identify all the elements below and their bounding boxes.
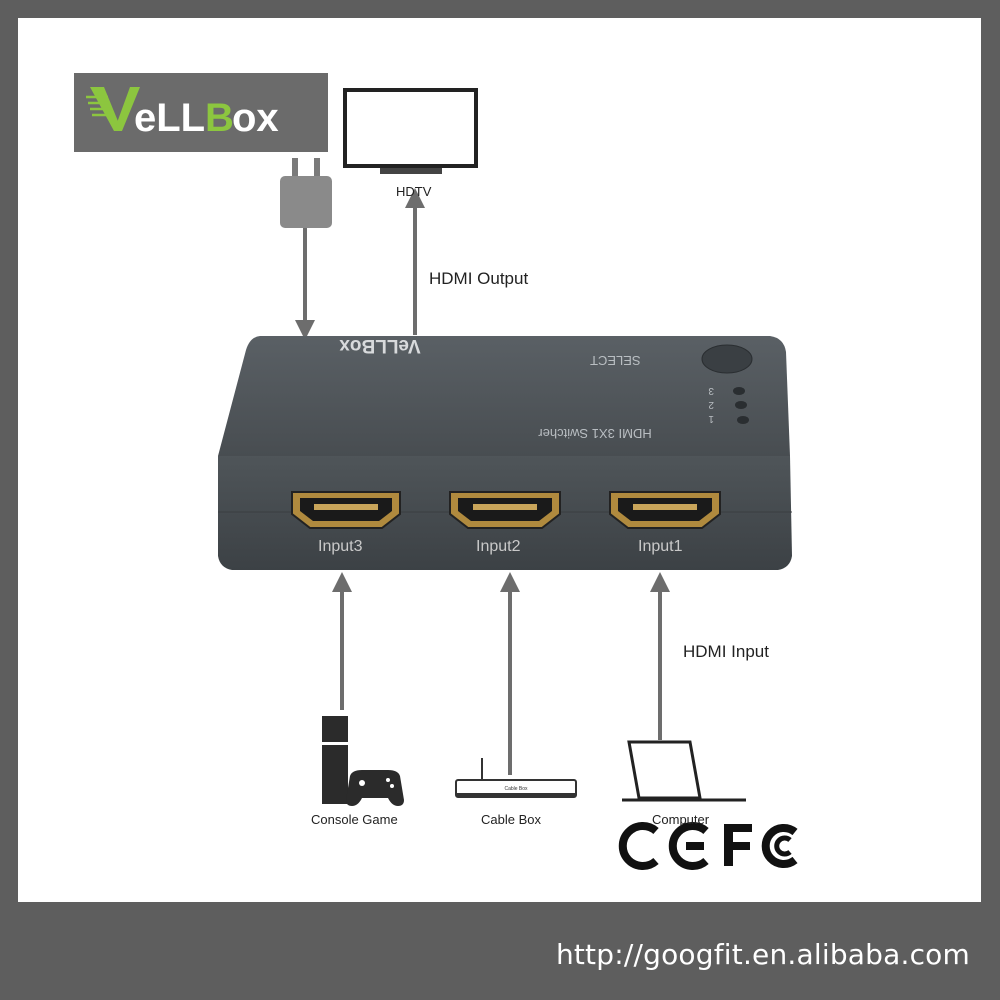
fcc-mark-icon (724, 824, 795, 866)
hdmi-switcher-device: SELECT 3 2 1 HDMI 3X1 Switcher VeLLBox (218, 335, 792, 570)
model-label: HDMI 3X1 Switcher (538, 426, 652, 441)
hdmi-output-label: HDMI Output (429, 269, 528, 289)
port-label-input2: Input2 (476, 538, 520, 556)
source-label-console-game: Console Game (311, 812, 398, 827)
source-label-computer: Computer (652, 812, 709, 827)
led-1 (737, 416, 749, 424)
hdtv-label: HDTV (396, 184, 431, 199)
laptop-icon (622, 742, 746, 800)
watermark-url: http://googfit.en.alibaba.com (556, 938, 970, 971)
cable-box-device-text: Cable Box (504, 786, 528, 792)
select-label: SELECT (590, 353, 641, 368)
hdmi-port-input1[interactable] (610, 492, 720, 528)
led-label-2: 2 (708, 399, 714, 410)
game-console-icon (322, 716, 404, 806)
cable-box-icon: Cable Box (456, 758, 576, 797)
led-label-3: 3 (708, 385, 714, 396)
led-2 (735, 401, 747, 409)
led-label-1: 1 (708, 413, 714, 424)
hdtv-icon (345, 90, 476, 174)
device-brand-text: VeLLBox (339, 335, 421, 356)
power-adapter-icon (280, 158, 332, 228)
hdmi-port-input2[interactable] (450, 492, 560, 528)
port-label-input3: Input3 (318, 538, 362, 556)
port-label-input1: Input1 (638, 538, 682, 556)
source-label-cable-box: Cable Box (481, 812, 541, 827)
select-button[interactable] (702, 345, 752, 373)
hdmi-port-input3[interactable] (292, 492, 400, 528)
ce-mark-icon (623, 826, 706, 866)
led-3 (733, 387, 745, 395)
hdmi-input-label: HDMI Input (683, 642, 769, 662)
